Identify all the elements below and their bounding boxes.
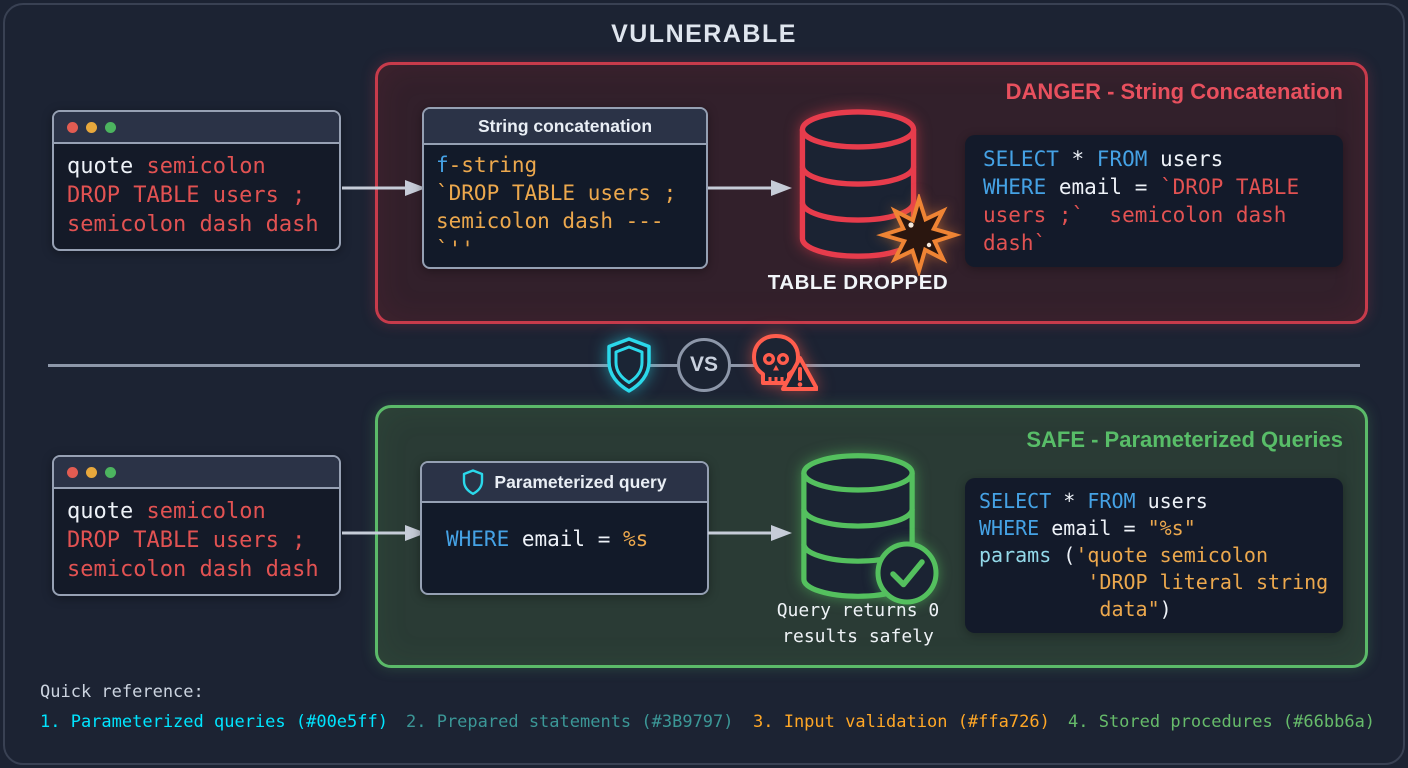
sql-text: * — [1051, 489, 1088, 513]
input-text: quote — [67, 154, 147, 179]
fstring-prefix: f — [436, 153, 449, 177]
quick-reference-label: Quick reference: — [40, 682, 204, 702]
code-line: `'' — [436, 237, 474, 261]
minimize-traffic-light-icon — [86, 121, 97, 133]
terminal-line: quote semicolon — [67, 152, 326, 181]
box-header: Parameterized query — [422, 463, 707, 503]
reference-item-input-validation: 3. Input validation (#ffa726) — [753, 712, 1050, 732]
code-line: f-string — [436, 151, 694, 179]
code-line: `DROP TABLE users ; — [436, 181, 677, 205]
vs-badge: VS — [677, 338, 731, 392]
caption-line: Query returns 0 — [776, 600, 940, 621]
terminal-titlebar — [54, 457, 339, 489]
sql-text: ) — [1159, 597, 1172, 621]
close-traffic-light-icon — [67, 466, 78, 478]
minimize-traffic-light-icon — [86, 466, 97, 478]
terminal-line: semicolon dash dash — [67, 212, 319, 237]
terminal-line: DROP TABLE users ; — [67, 183, 306, 208]
attacker-input-terminal-safe: quote semicolon DROP TABLE users ; semic… — [52, 455, 341, 596]
terminal-content: quote semicolon DROP TABLE users ; semic… — [54, 489, 339, 592]
attacker-input-terminal-vulnerable: quote semicolon DROP TABLE users ; semic… — [52, 110, 341, 251]
sql-keyword: SELECT — [979, 489, 1052, 513]
params-keyword: params — [979, 543, 1052, 567]
vulnerable-sql-code: SELECT * FROM users WHERE email = `DROP … — [965, 135, 1343, 267]
close-traffic-light-icon — [67, 121, 78, 133]
code-line: semicolon dash --- — [436, 209, 664, 233]
sql-keyword: WHERE — [983, 175, 1047, 199]
box-header: String concatenation — [424, 109, 706, 145]
sql-keyword: SELECT — [983, 147, 1059, 171]
explosion-icon — [876, 194, 962, 276]
box-content: WHERE email = %s — [422, 503, 707, 551]
terminal-content: quote semicolon DROP TABLE users ; semic… — [54, 144, 339, 247]
sql-text: users — [1147, 147, 1224, 171]
sql-keyword: FROM — [1087, 489, 1136, 513]
sql-text: users — [1135, 489, 1208, 513]
sql-line: WHERE email = "%s" — [979, 515, 1329, 542]
terminal-line: semicolon dash dash — [67, 557, 319, 582]
safe-sql-code: SELECT * FROM users WHERE email = "%s" p… — [965, 478, 1343, 633]
code-line: WHERE email = %s — [446, 527, 707, 551]
shield-icon — [463, 469, 484, 495]
sql-line: users ;` semicolon dash — [983, 203, 1287, 227]
sql-text: * — [1058, 147, 1097, 171]
flow-arrow-icon — [342, 180, 426, 196]
terminal-line: quote semicolon — [67, 497, 326, 526]
safe-db-caption: Query returns 0 results safely — [752, 598, 964, 650]
sql-line: SELECT * FROM users — [979, 488, 1329, 515]
sql-text: email = — [1046, 175, 1161, 199]
table-dropped-label: TABLE DROPPED — [767, 271, 949, 294]
injected-sql: `DROP TABLE — [1160, 175, 1300, 199]
maximize-traffic-light-icon — [105, 121, 116, 133]
box-header-label: Parameterized query — [494, 471, 667, 492]
input-text: quote — [67, 499, 147, 524]
sql-string: data" — [979, 597, 1160, 621]
box-content: f-string `DROP TABLE users ; semicolon d… — [424, 145, 706, 269]
sql-text: email = — [509, 527, 624, 551]
flow-arrow-icon — [708, 525, 792, 541]
flow-arrow-icon — [342, 525, 426, 541]
injection-text: semicolon — [146, 154, 266, 179]
string-concatenation-box: String concatenation f-string `DROP TABL… — [422, 107, 708, 269]
parameterized-query-box: Parameterized query WHERE email = %s — [420, 461, 709, 595]
skull-warning-icon — [752, 334, 818, 391]
terminal-titlebar — [54, 112, 339, 144]
sql-line: SELECT * FROM users — [983, 145, 1325, 173]
danger-section-title: DANGER - String Concatenation — [1005, 79, 1343, 104]
page-title: VULNERABLE — [611, 20, 797, 48]
check-circle-icon — [875, 541, 939, 605]
flow-arrow-icon — [708, 180, 792, 196]
sql-line: dash` — [983, 231, 1047, 255]
maximize-traffic-light-icon — [105, 466, 116, 478]
injection-text: semicolon — [146, 499, 266, 524]
safe-section-title: SAFE - Parameterized Queries — [1026, 427, 1343, 452]
sql-keyword: FROM — [1096, 147, 1148, 171]
sql-line: data") — [979, 596, 1329, 623]
shield-icon — [607, 337, 651, 393]
sql-line: 'DROP literal string — [979, 570, 1329, 594]
reference-item-prepared-statements: 2. Prepared statements (#3B9797) — [406, 712, 734, 732]
sql-keyword: WHERE — [446, 527, 510, 551]
sql-string: 'quote semicolon — [1075, 543, 1268, 567]
sql-line: WHERE email = `DROP TABLE — [983, 173, 1325, 201]
sql-line: params ('quote semicolon — [979, 542, 1329, 569]
sql-placeholder: "%s" — [1147, 516, 1196, 540]
terminal-line: DROP TABLE users ; — [67, 528, 306, 553]
sql-placeholder: %s — [623, 527, 649, 551]
sql-keyword: WHERE — [979, 516, 1040, 540]
sql-text: email = — [1039, 516, 1148, 540]
caption-line: results safely — [782, 626, 934, 647]
sql-text: ( — [1051, 543, 1076, 567]
reference-item-stored-procedures: 4. Stored procedures (#66bb6a) — [1068, 712, 1376, 732]
fstring-rest: -string — [448, 153, 538, 177]
reference-item-parameterized-queries: 1. Parameterized queries (#00e5ff) — [40, 712, 388, 732]
